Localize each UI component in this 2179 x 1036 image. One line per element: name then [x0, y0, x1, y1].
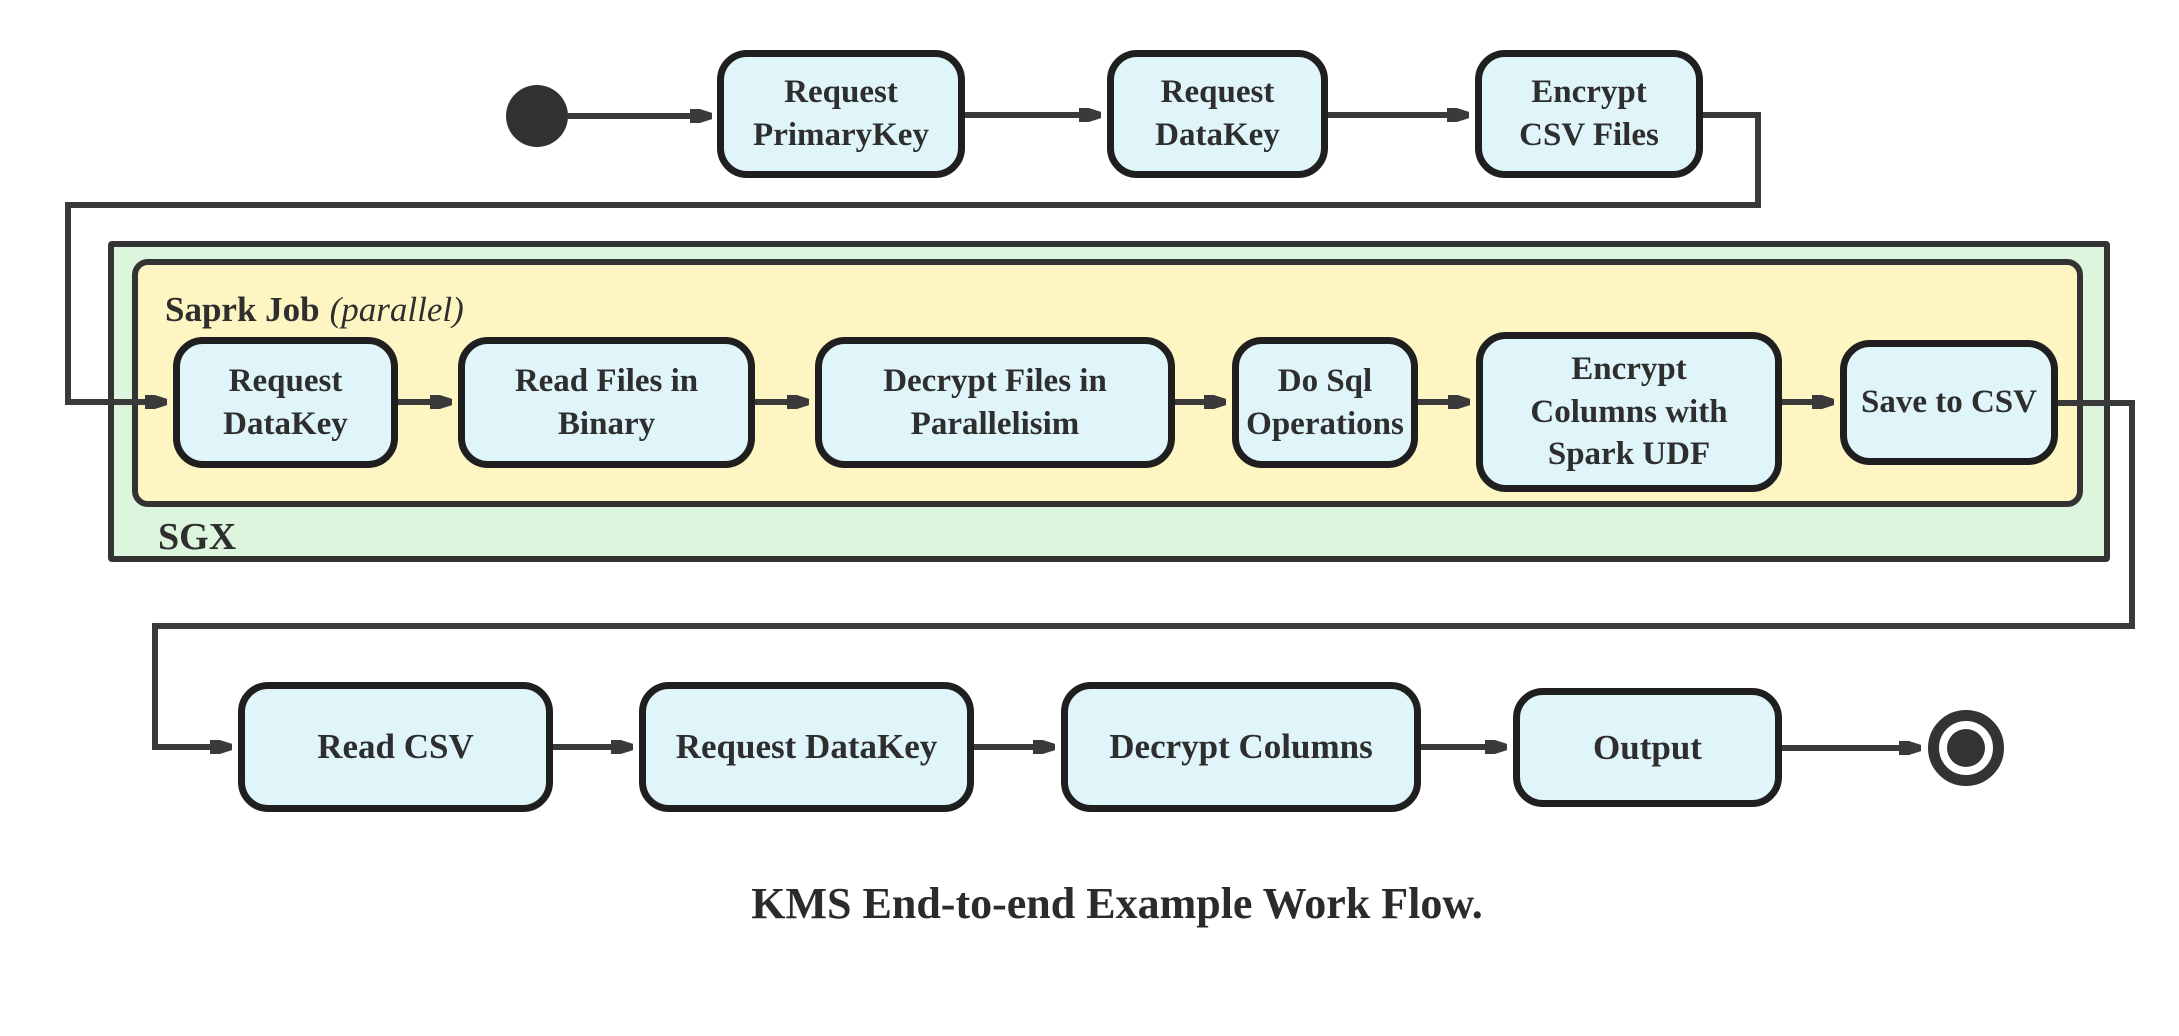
node-encrypt-columns-with-spark-udf: Encrypt Columns with Spark UDF: [1476, 332, 1782, 492]
node-read-files-in-binary: Read Files in Binary: [458, 337, 755, 468]
node-request-datakey-sgx: Request DataKey: [173, 337, 398, 468]
node-request-datakey-2: Request DataKey: [639, 682, 974, 812]
node-request-datakey: Request DataKey: [1107, 50, 1328, 178]
diagram-caption: KMS End-to-end Example Work Flow.: [751, 879, 1483, 928]
node-decrypt-columns: Decrypt Columns: [1061, 682, 1421, 812]
node-output: Output: [1513, 688, 1782, 807]
node-decrypt-files-in-parallelisim: Decrypt Files in Parallelisim: [815, 337, 1175, 468]
end-node-icon: [1928, 710, 2004, 786]
node-read-csv: Read CSV: [238, 682, 553, 812]
node-encrypt-csv-files: Encrypt CSV Files: [1475, 50, 1703, 178]
end-node-dot: [1947, 729, 1985, 767]
node-save-to-csv: Save to CSV: [1840, 340, 2058, 465]
node-do-sql-operations: Do Sql Operations: [1232, 337, 1418, 468]
node-request-primarykey: Request PrimaryKey: [717, 50, 965, 178]
sgx-label: SGX: [158, 516, 237, 558]
start-node-icon: [506, 85, 568, 147]
spark-job-label: Saprk Job(parallel): [165, 292, 464, 327]
spark-job-label-parallel: (parallel): [329, 290, 464, 329]
spark-job-label-bold: Saprk Job: [165, 290, 320, 329]
